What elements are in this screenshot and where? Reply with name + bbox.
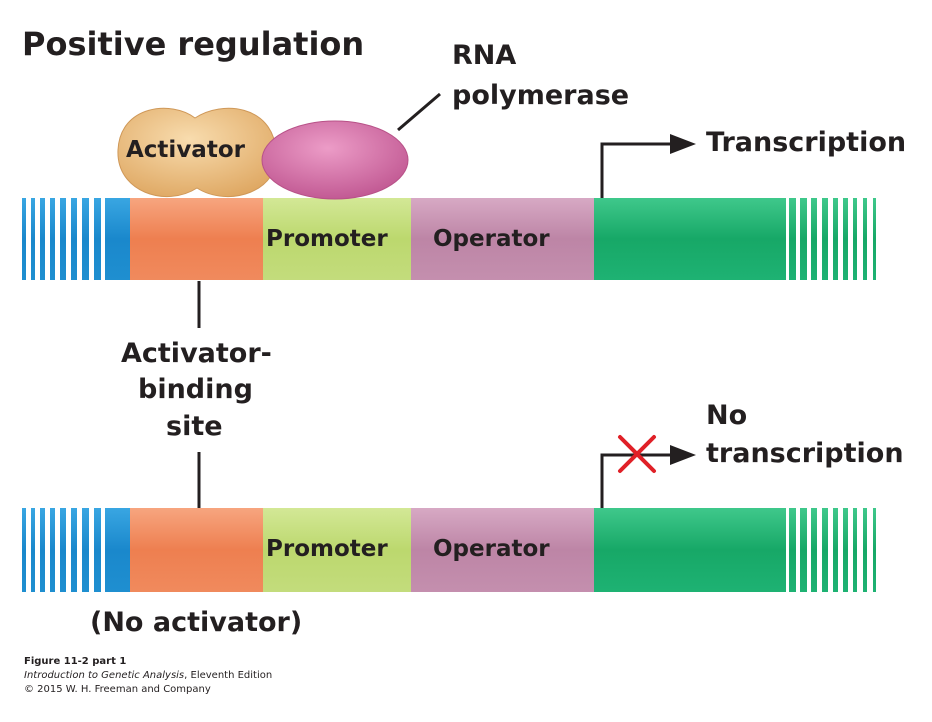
- block-x-icon: [618, 435, 656, 473]
- caption-copyright: © 2015 W. H. Freeman and Company: [24, 684, 211, 695]
- rna-polymerase-pointer: [397, 92, 441, 132]
- rna-polymerase-shape: [261, 120, 409, 200]
- operator-region-top: [411, 198, 594, 280]
- dna-left-stripes-bottom: [22, 508, 130, 592]
- gene-region-top: [594, 198, 876, 280]
- caption-figure-number: Figure 11-2 part 1: [24, 656, 127, 667]
- figure-caption: Figure 11-2 part 1 Introduction to Genet…: [24, 655, 272, 697]
- rna-polymerase-label-line1: RNA: [452, 40, 517, 71]
- no-transcription-label-line1: No: [706, 400, 748, 431]
- caption-edition: , Eleventh Edition: [184, 670, 273, 681]
- binding-site-label-line3: site: [166, 411, 223, 442]
- promoter-label-bottom: Promoter: [266, 536, 388, 562]
- no-transcription-label-line2: transcription: [706, 438, 904, 469]
- activator-binding-site-top: [130, 198, 263, 280]
- promoter-region-top: [263, 198, 411, 280]
- dna-left-stripes-top: [22, 198, 130, 280]
- activator-protein: [117, 107, 277, 197]
- rna-polymerase-label-line2: polymerase: [452, 80, 630, 111]
- dna-strand-top: [22, 198, 876, 280]
- gene-region-bottom: [594, 508, 876, 592]
- caption-source: Introduction to Genetic Analysis, Eleven…: [24, 669, 272, 683]
- binding-site-label-line2: binding: [138, 374, 253, 405]
- transcription-label: Transcription: [706, 127, 907, 158]
- dna-strand-bottom: [22, 508, 876, 592]
- operator-label-bottom: Operator: [433, 536, 550, 562]
- activator-binding-site-bottom: [130, 508, 263, 592]
- operator-region-bottom: [411, 508, 594, 592]
- no-activator-label: (No activator): [90, 607, 303, 638]
- activator-label: Activator: [126, 137, 245, 163]
- promoter-label-top: Promoter: [266, 226, 388, 252]
- binding-site-label-line1: Activator-: [121, 338, 272, 369]
- blocked-transcription-arrow: [600, 445, 696, 508]
- operator-label-top: Operator: [433, 226, 550, 252]
- transcription-arrow: [600, 134, 696, 198]
- page-title: Positive regulation: [22, 25, 365, 63]
- promoter-region-bottom: [263, 508, 411, 592]
- caption-book-title: Introduction to Genetic Analysis: [24, 670, 185, 681]
